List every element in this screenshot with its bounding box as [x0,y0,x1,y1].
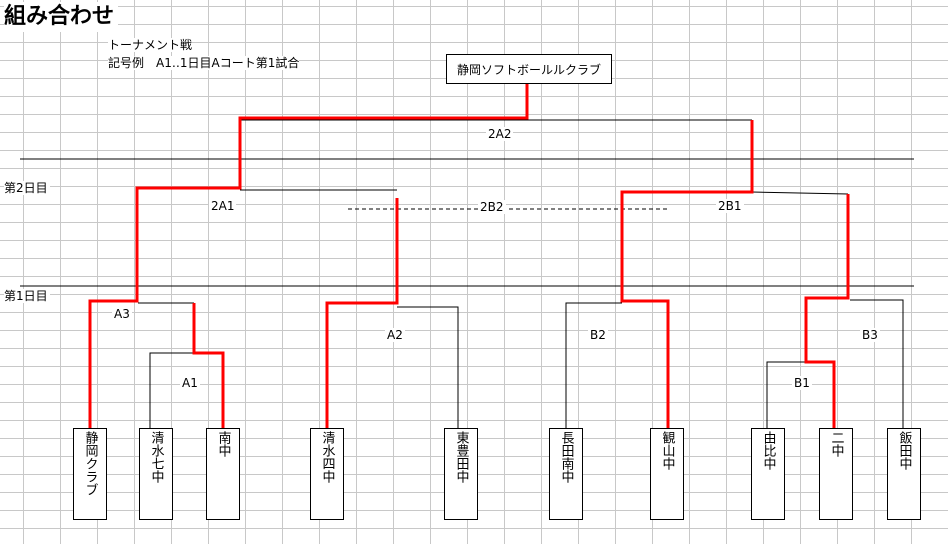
day2-label: 第2日目 [4,181,50,195]
team-box-yui: 由比中 [751,428,785,520]
team-box-shizuoka-club: 静岡クラブ [73,428,107,520]
match-label-semi-left: 2A1 [209,199,237,213]
match-label-b2: B2 [588,328,608,342]
champion-box: 静岡ソフトボールルクラブ [446,54,612,84]
team-box-minami: 南中 [206,428,240,520]
match-label-semi-right: 2B1 [716,199,744,213]
winner-path-lines [88,84,850,428]
match-label-semi-middle: 2B2 [478,200,506,214]
match-label-final: 2A2 [486,127,514,141]
page-title: 組み合わせ [4,2,119,32]
day1-label: 第1日目 [4,289,50,303]
match-label-b3: B3 [860,328,880,342]
team-box-higashi-toyoda: 東豊田中 [444,428,478,520]
match-label-b1: B1 [792,376,812,390]
page-subtitle: トーナメント戦 [108,38,193,52]
team-box-iida: 飯田中 [887,428,921,520]
bracket-thin-lines [138,119,904,428]
team-box-shimizu-4: 清水四中 [310,428,344,520]
team-box-osada-minami: 長田南中 [549,428,583,520]
team-box-shimizu-7: 清水七中 [139,428,173,520]
team-box-ni: 二中 [819,428,853,520]
legend-text: 記号例 A1‥1日目Aコート第1試合 [108,56,300,70]
match-label-a2: A2 [385,328,405,342]
team-box-kanzan: 観山中 [650,428,684,520]
match-label-a3: A3 [112,307,132,321]
match-label-a1: A1 [180,376,200,390]
